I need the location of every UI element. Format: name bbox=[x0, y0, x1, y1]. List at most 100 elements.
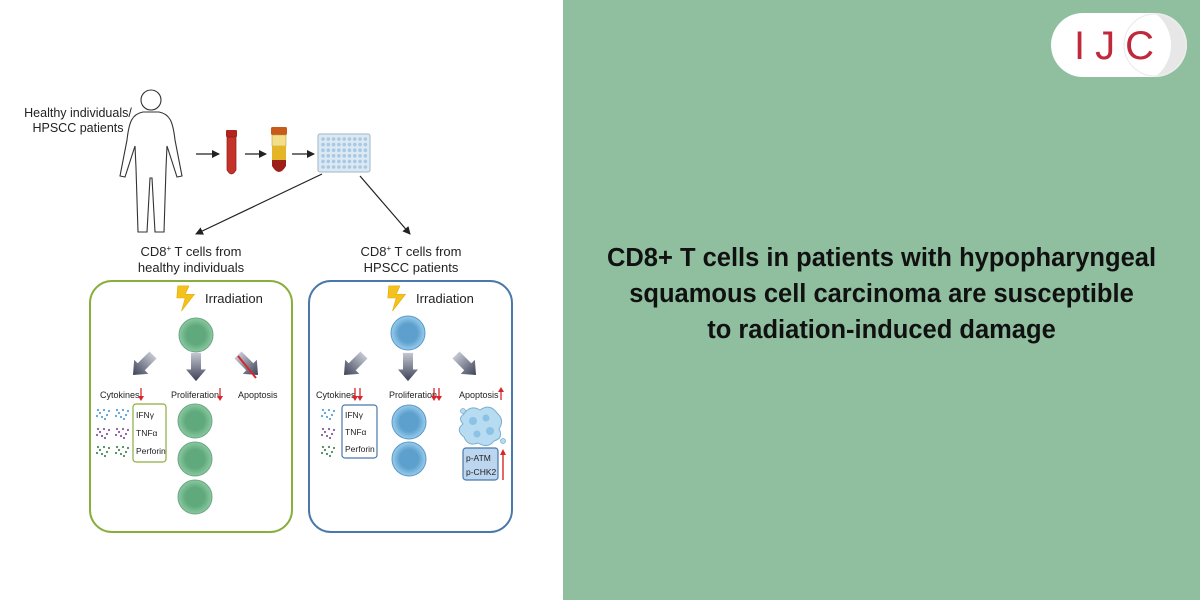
cytokine-dot bbox=[122, 454, 126, 458]
cytokine-dot bbox=[323, 411, 327, 415]
healthy-proliferating-cell bbox=[177, 441, 213, 477]
healthy-apoptosis-label: Apoptosis bbox=[238, 390, 278, 400]
cytokine-dot bbox=[332, 446, 336, 450]
cytokine-dot bbox=[121, 408, 125, 412]
plate-well bbox=[326, 142, 331, 147]
plate-well bbox=[331, 148, 336, 152]
plate-well bbox=[353, 159, 357, 164]
cytokine-dot bbox=[117, 430, 121, 434]
source-label-line2: HPSCC patients bbox=[32, 121, 123, 135]
plate-well bbox=[358, 137, 362, 141]
cytokine-dot bbox=[102, 427, 106, 431]
cytokine-dot bbox=[323, 430, 327, 434]
cytokine-dot bbox=[327, 445, 331, 449]
plate-well bbox=[337, 142, 341, 147]
patient-panel: Irradiation Cytokines Proliferation Apop… bbox=[308, 280, 513, 533]
cytokine-dot bbox=[107, 428, 111, 432]
dna-damage-marker-box bbox=[462, 447, 499, 481]
plate-well bbox=[363, 148, 368, 152]
healthy-cytokines-label: Cytokines bbox=[100, 390, 140, 400]
cytokine-dot bbox=[105, 450, 109, 454]
plate-well bbox=[353, 137, 357, 141]
plate-well bbox=[331, 154, 336, 158]
plate-well bbox=[342, 142, 347, 147]
patient-apoptosis-up-arrow-icon bbox=[498, 387, 504, 400]
plate-well bbox=[347, 165, 352, 169]
cytokine-dot bbox=[103, 436, 107, 440]
graphical-abstract-panel: Healthy individuals/ HPSCC patients CD8+… bbox=[0, 0, 563, 600]
plate-well bbox=[347, 137, 352, 141]
cytokine-dot bbox=[328, 436, 332, 440]
plate-well bbox=[358, 148, 362, 152]
cytokine-dot bbox=[121, 427, 125, 431]
cytokine-dot bbox=[126, 446, 130, 450]
plate-well bbox=[326, 154, 331, 158]
marker-p-atm: p-ATM bbox=[466, 453, 491, 463]
patient-branch-title: CD8+ T cells from bbox=[360, 244, 461, 259]
cytokine-dot bbox=[105, 413, 109, 417]
plate-well bbox=[363, 142, 368, 147]
healthy-cytokine-box bbox=[132, 403, 167, 463]
separated-tube-icon bbox=[271, 127, 287, 172]
headline-line-3: to radiation-induced damage bbox=[707, 316, 1056, 344]
plate-well bbox=[337, 154, 341, 158]
plate-well bbox=[347, 148, 352, 152]
cytokine-dot bbox=[124, 432, 128, 436]
plate-well bbox=[342, 154, 347, 158]
healthy-branch-subtitle: healthy individuals bbox=[138, 260, 245, 275]
apoptotic-cell-icon bbox=[458, 406, 506, 447]
plate-well bbox=[337, 137, 341, 141]
patient-proliferation-label: Proliferation bbox=[389, 390, 437, 400]
cytokine-dot bbox=[325, 452, 329, 456]
healthy-branch-title: CD8+ T cells from bbox=[140, 244, 241, 259]
plate-well bbox=[358, 142, 362, 147]
plate-well bbox=[321, 142, 325, 147]
cytokine-dot bbox=[96, 408, 100, 412]
cytokine-dot bbox=[95, 451, 99, 455]
branch-arrow-healthy bbox=[195, 173, 323, 235]
cytokine-dot bbox=[328, 417, 332, 421]
plate-well bbox=[321, 137, 325, 141]
cytokine-dot bbox=[114, 414, 118, 418]
plate-well bbox=[331, 159, 336, 164]
cytokine-dot bbox=[332, 428, 336, 432]
plate-well bbox=[342, 148, 347, 152]
cytokine-dot bbox=[100, 415, 104, 419]
cytokine-dot bbox=[126, 409, 130, 413]
cytokine-dot bbox=[330, 413, 334, 417]
plate-well bbox=[363, 165, 368, 169]
patient-cytokine-ifng: IFNγ bbox=[345, 410, 364, 420]
cytokine-dot bbox=[95, 433, 99, 437]
patient-cytokine-box bbox=[341, 404, 378, 459]
cytokine-dot bbox=[321, 427, 325, 431]
cytokine-dot bbox=[327, 427, 331, 431]
cytokine-dot bbox=[98, 448, 102, 452]
source-label-line1: Healthy individuals/ bbox=[24, 106, 132, 120]
cytokine-dot bbox=[96, 445, 100, 449]
plate-well bbox=[321, 165, 325, 169]
cytokine-dot bbox=[124, 450, 128, 454]
healthy-cytokine-tnfa: TNFα bbox=[136, 428, 158, 438]
plate-well bbox=[353, 142, 357, 147]
cytokine-dot bbox=[122, 417, 126, 421]
cytokine-dot bbox=[325, 434, 329, 438]
cytokine-dot bbox=[320, 414, 324, 418]
patient-irradiation-label: Irradiation bbox=[416, 291, 474, 306]
plate-well bbox=[342, 165, 347, 169]
plate-well bbox=[337, 159, 341, 164]
cytokine-dot bbox=[328, 454, 332, 458]
well-plate-icon bbox=[317, 133, 371, 173]
marker-p-chk2: p-CHK2 bbox=[466, 467, 497, 477]
plate-well bbox=[331, 142, 336, 147]
plate-well bbox=[358, 165, 362, 169]
cytokine-dot bbox=[321, 445, 325, 449]
plate-well bbox=[363, 159, 368, 164]
cytokine-dot bbox=[100, 452, 104, 456]
cytokine-dot bbox=[126, 428, 130, 432]
patient-t-cell bbox=[390, 315, 426, 351]
cytokine-dot bbox=[320, 451, 324, 455]
plate-well bbox=[331, 165, 336, 169]
plate-well bbox=[363, 154, 368, 158]
cytokine-dot bbox=[323, 448, 327, 452]
healthy-panel: Irradiation Cytokines Proliferation Apop… bbox=[89, 280, 293, 533]
